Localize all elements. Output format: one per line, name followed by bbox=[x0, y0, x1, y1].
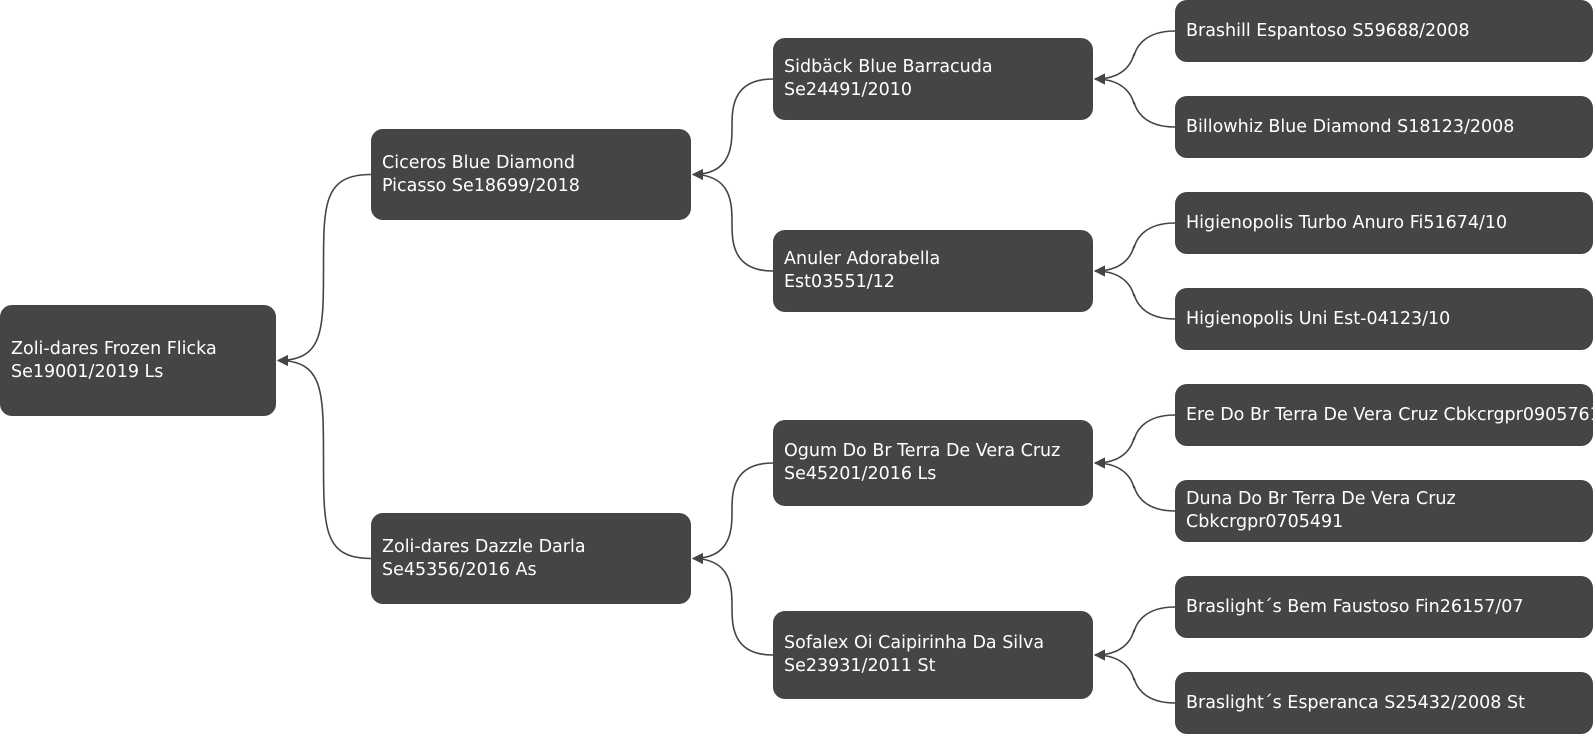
connector-n-sss-to-n-ss bbox=[1093, 30, 1176, 85]
connector-n-ss-to-n-sire bbox=[691, 78, 774, 181]
connector-n-sire-to-n-subject bbox=[276, 173, 372, 367]
connector-n-ssd-to-n-ss bbox=[1093, 73, 1176, 128]
node-sire-dam[interactable]: Anuler Adorabella Est03551/12 bbox=[773, 230, 1093, 312]
node-dam-sire-reg: Se45201/2016 Ls bbox=[784, 464, 937, 484]
node-ds-dam-reg: Cbkcrgpr0705491 bbox=[1186, 512, 1344, 532]
node-dam-dam-name: Sofalex Oi Caipirinha Da Silva bbox=[784, 633, 1045, 653]
node-ds-sire[interactable]: Ere Do Br Terra De Vera Cruz Cbkcrgpr090… bbox=[1175, 384, 1596, 446]
node-dd-dam[interactable]: Braslight´s Esperanca S25432/2008 St bbox=[1175, 672, 1593, 734]
node-sire-name: Ciceros Blue Diamond bbox=[382, 152, 575, 173]
node-subject-reg: Se19001/2019 Ls bbox=[11, 361, 164, 382]
connector-n-sdd-to-n-sd bbox=[1093, 265, 1176, 320]
node-ss-sire-name: Brashill Espantoso S59688/2008 bbox=[1186, 20, 1470, 41]
node-dam-sire-name: Ogum Do Br Terra De Vera Cruz bbox=[784, 441, 1061, 461]
node-dd-sire-name: Braslight´s Bem Faustoso Fin26157/07 bbox=[1186, 596, 1524, 617]
node-sire-dam-name: Anuler Adorabella bbox=[784, 249, 941, 269]
node-dam[interactable]: Zoli-dares Dazzle Darla Se45356/2016 As bbox=[371, 513, 691, 604]
node-dam-name: Zoli-dares Dazzle Darla bbox=[382, 536, 586, 557]
node-sire-dam-reg: Est03551/12 bbox=[784, 272, 895, 292]
node-subject[interactable]: Zoli-dares Frozen Flicka Se19001/2019 Ls bbox=[0, 305, 276, 416]
node-sd-dam[interactable]: Higienopolis Uni Est-04123/10 bbox=[1175, 288, 1593, 350]
node-subject-name: Zoli-dares Frozen Flicka bbox=[11, 338, 217, 359]
connector-n-ds-to-n-dam bbox=[691, 462, 774, 565]
connector-n-dd-to-n-dam bbox=[691, 552, 774, 656]
node-dam-sire[interactable]: Ogum Do Br Terra De Vera Cruz Se45201/20… bbox=[773, 420, 1093, 506]
node-ds-dam[interactable]: Duna Do Br Terra De Vera Cruz Cbkcrgpr07… bbox=[1175, 480, 1593, 542]
connector-n-dsd-to-n-ds bbox=[1093, 457, 1176, 512]
node-dam-reg: Se45356/2016 As bbox=[382, 559, 537, 580]
connector-n-dss-to-n-ds bbox=[1093, 414, 1176, 469]
connector-n-ddd-to-n-dd bbox=[1093, 649, 1176, 704]
connector-n-sd-to-n-sire bbox=[691, 168, 774, 272]
node-ds-dam-name: Duna Do Br Terra De Vera Cruz bbox=[1186, 489, 1456, 509]
node-sd-dam-name: Higienopolis Uni Est-04123/10 bbox=[1186, 308, 1451, 329]
node-dd-sire[interactable]: Braslight´s Bem Faustoso Fin26157/07 bbox=[1175, 576, 1593, 638]
node-sire-sire[interactable]: Sidbäck Blue Barracuda Se24491/2010 bbox=[773, 38, 1093, 120]
node-sire-reg: Picasso Se18699/2018 bbox=[382, 175, 580, 196]
connector-n-dam-to-n-subject bbox=[276, 354, 372, 560]
node-sd-sire-name: Higienopolis Turbo Anuro Fi51674/10 bbox=[1186, 212, 1508, 233]
node-sire[interactable]: Ciceros Blue Diamond Picasso Se18699/201… bbox=[371, 129, 691, 220]
node-dam-dam-reg: Se23931/2011 St bbox=[784, 656, 936, 676]
node-sd-sire[interactable]: Higienopolis Turbo Anuro Fi51674/10 bbox=[1175, 192, 1593, 254]
connector-n-sds-to-n-sd bbox=[1093, 222, 1176, 277]
node-ds-sire-name: Ere Do Br Terra De Vera Cruz Cbkcrgpr090… bbox=[1186, 404, 1596, 425]
node-sire-sire-name: Sidbäck Blue Barracuda bbox=[784, 57, 993, 77]
node-dam-dam[interactable]: Sofalex Oi Caipirinha Da Silva Se23931/2… bbox=[773, 611, 1093, 699]
node-ss-dam[interactable]: Billowhiz Blue Diamond S18123/2008 bbox=[1175, 96, 1593, 158]
node-dd-dam-name: Braslight´s Esperanca S25432/2008 St bbox=[1186, 692, 1525, 713]
node-ss-dam-name: Billowhiz Blue Diamond S18123/2008 bbox=[1186, 116, 1515, 137]
node-ss-sire[interactable]: Brashill Espantoso S59688/2008 bbox=[1175, 0, 1593, 62]
connector-n-dds-to-n-dd bbox=[1093, 606, 1176, 661]
node-sire-sire-reg: Se24491/2010 bbox=[784, 80, 912, 100]
